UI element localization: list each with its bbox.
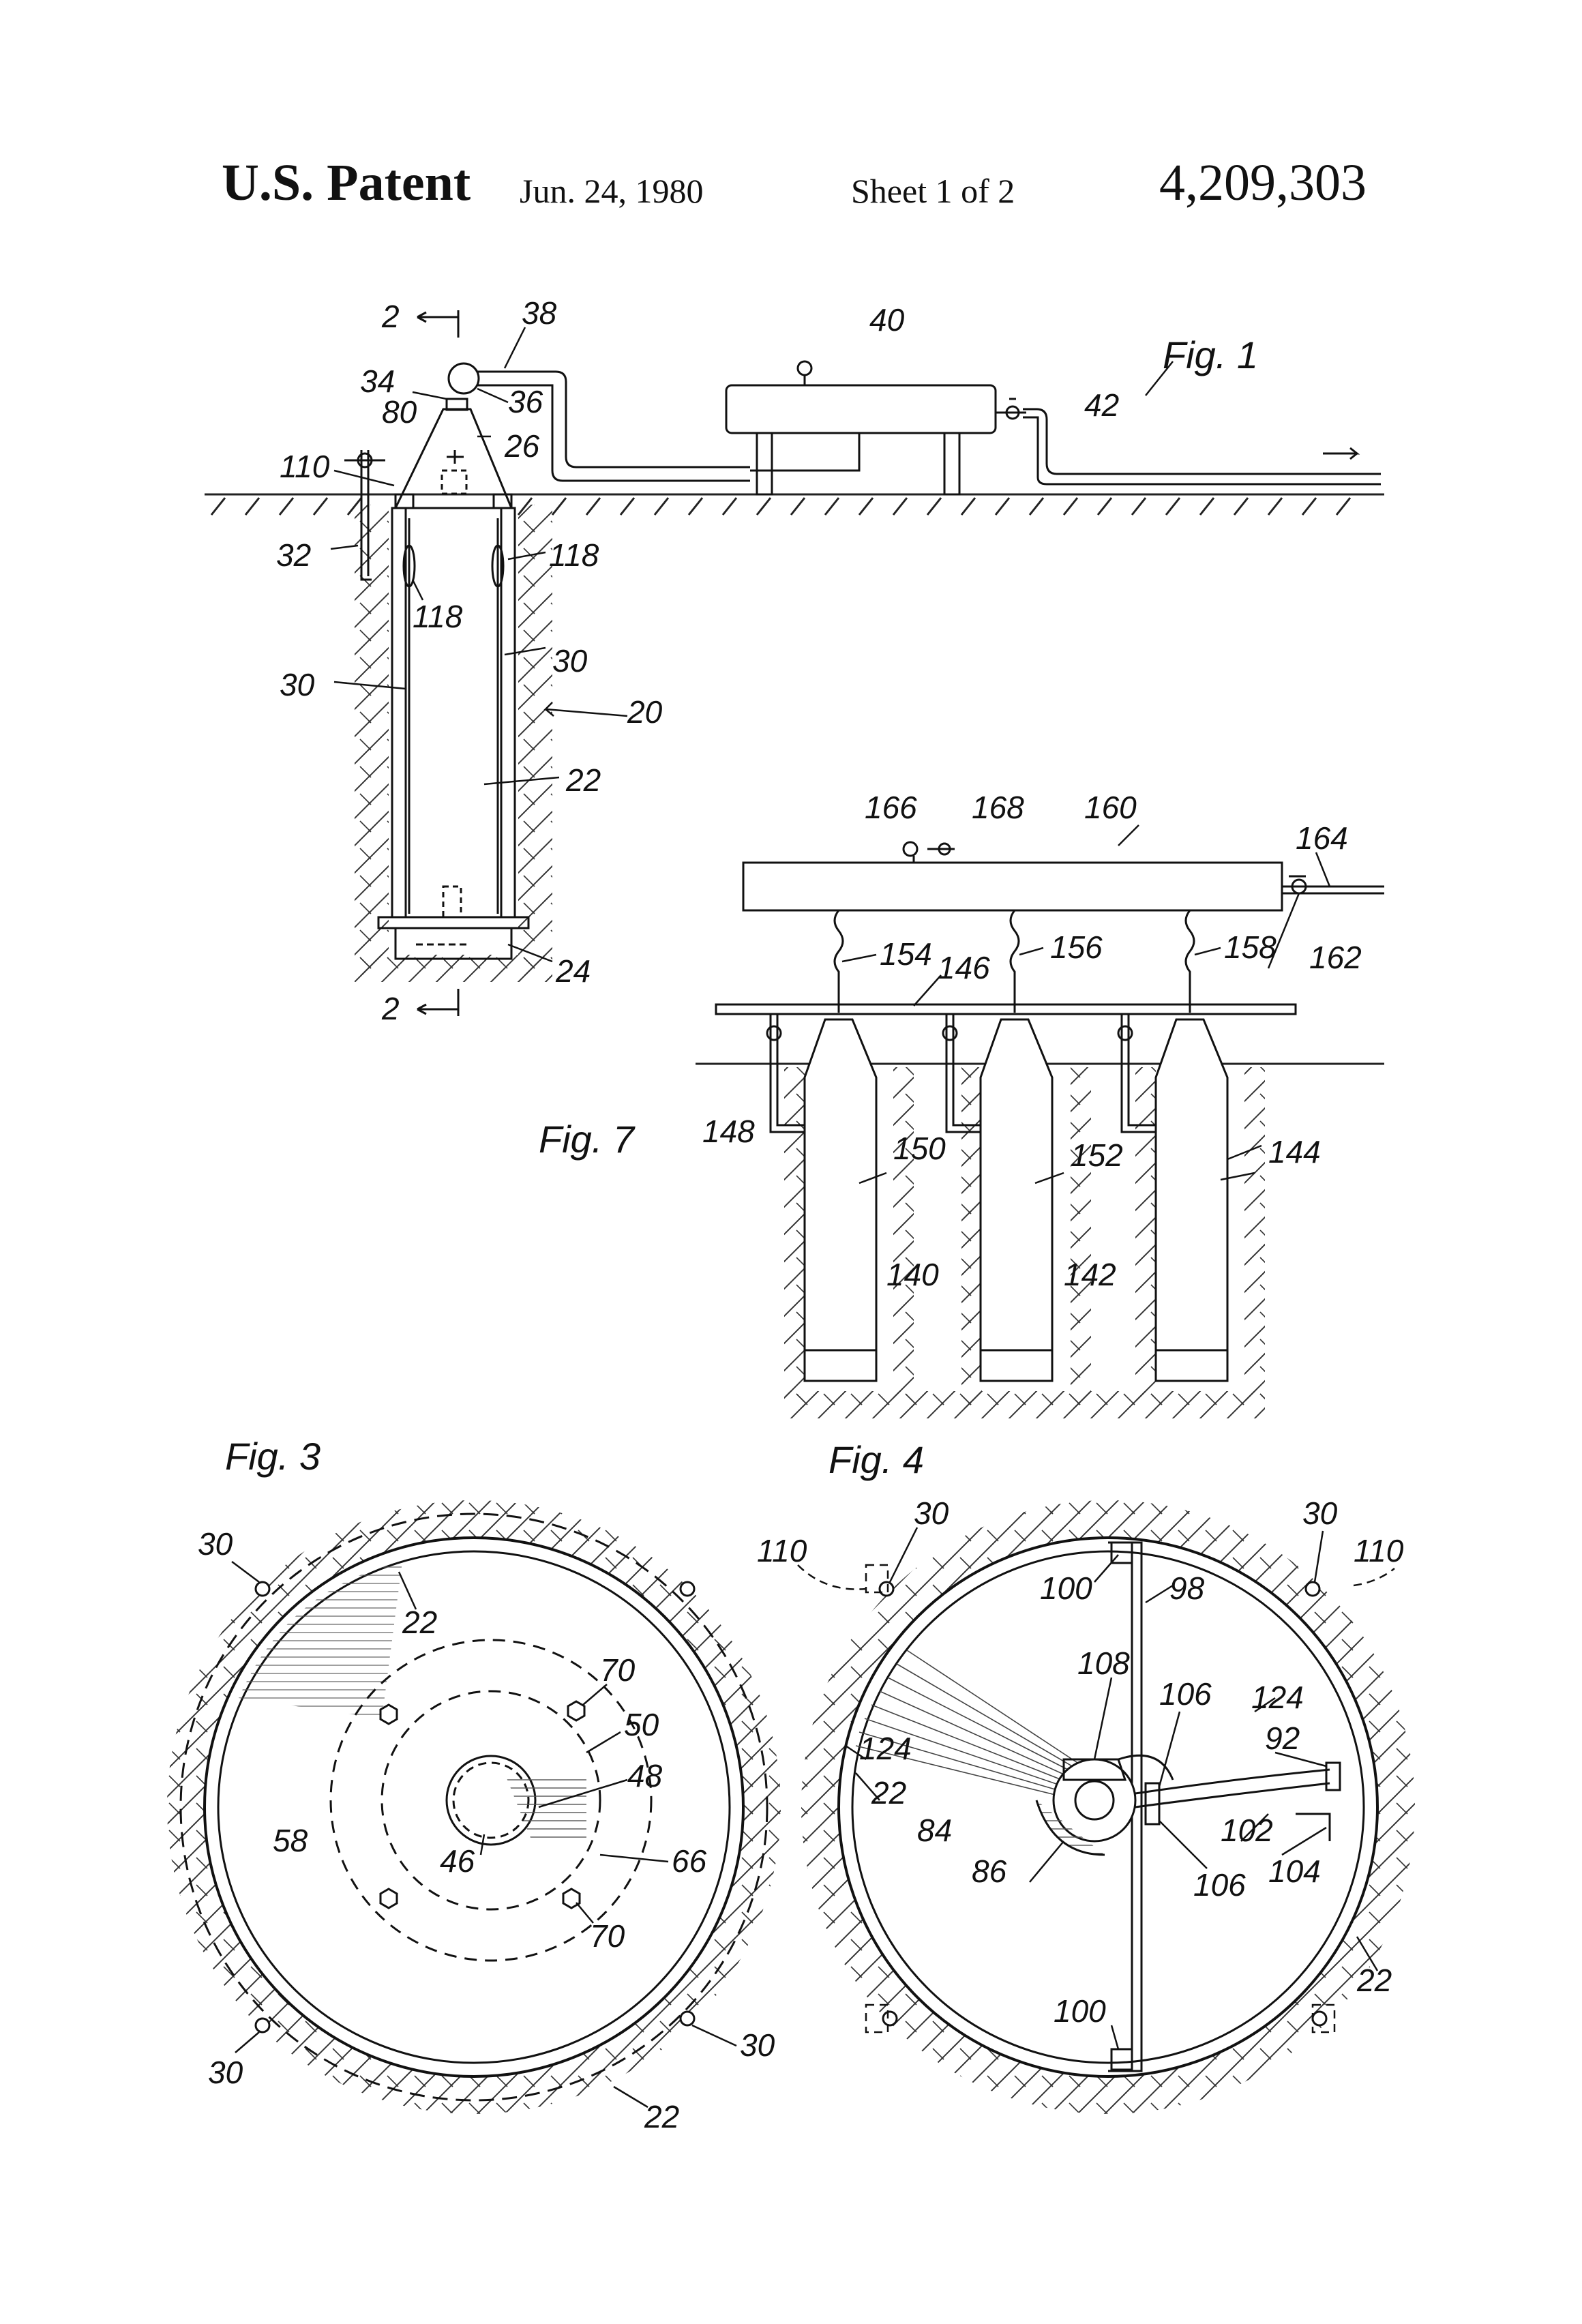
fig4-label: 84 [917, 1813, 952, 1848]
fig7-pipe-146 [716, 1004, 1296, 1014]
fig7-cylinders [805, 1019, 1227, 1381]
fig4-label: 106 [1159, 1676, 1212, 1712]
fig7-labels: 166 168 160 164 162 154 146 156 158 148 … [539, 790, 1362, 1292]
fig1-label: 20 [627, 694, 663, 730]
fig1-label: 24 [555, 953, 591, 989]
fig3-label: 70 [590, 1918, 625, 1954]
fig3-label: 50 [624, 1707, 659, 1742]
fig1-label: 32 [276, 537, 311, 573]
fig7-label: 146 [938, 950, 990, 985]
fig3-label: 58 [273, 1823, 308, 1858]
fig3-label: 30 [208, 2055, 243, 2090]
fig7-label: 166 [865, 790, 917, 825]
fig4-label: 110 [1354, 1533, 1404, 1568]
fig4-label: 104 [1268, 1853, 1321, 1889]
fig7-label: 156 [1050, 929, 1103, 965]
fig7-label: 154 [880, 936, 932, 972]
fig7-label: 140 [886, 1257, 939, 1292]
fig1-label: 40 [869, 302, 905, 338]
fig3-label: 30 [740, 2027, 775, 2063]
fig7-bore-wall [1071, 1067, 1091, 1408]
fig4-title: Fig. 4 [829, 1438, 924, 1481]
fig7-bore-wall [961, 1067, 982, 1408]
fig1-section-line [417, 310, 458, 1016]
fig3-drawing: 30 22 70 50 48 58 46 66 70 30 30 22 Fig.… [167, 1435, 781, 2134]
fig4-label: 92 [1265, 1720, 1300, 1756]
fig7-label: 160 [1084, 790, 1137, 825]
fig7-label: 164 [1296, 820, 1348, 856]
fig1-label: 110 [280, 449, 330, 484]
fig4-label: 106 [1193, 1867, 1246, 1903]
fig1-label: 38 [522, 295, 557, 331]
fig1-pipe-42 [1023, 409, 1381, 484]
fig4-label: 102 [1221, 1813, 1273, 1848]
fig3-title: Fig. 3 [225, 1435, 320, 1478]
fig1-label: 42 [1084, 387, 1119, 423]
fig1-bore-wall-left [355, 505, 389, 975]
fig7-label: 150 [893, 1131, 946, 1166]
fig4-label: 30 [1302, 1495, 1338, 1531]
fig1-casing [378, 508, 528, 959]
fig7-label: 168 [972, 790, 1024, 825]
fig4-label: 22 [1356, 1963, 1392, 1998]
fig3-label: 48 [627, 1758, 663, 1793]
fig1-label: 80 [382, 394, 417, 430]
fig4-label: 110 [757, 1533, 807, 1568]
fig7-label: 158 [1224, 929, 1277, 965]
fig4-label: 98 [1169, 1570, 1205, 1606]
fig4-label: 30 [914, 1495, 949, 1531]
fig3-label: 46 [440, 1843, 475, 1879]
fig1-bore-wall-right [518, 505, 552, 975]
fig7-bore-wall [1244, 1067, 1265, 1408]
fig1-drawing: 2 38 40 34 36 80 26 42 110 32 118 118 30… [205, 295, 1384, 1026]
fig7-title: Fig. 7 [539, 1118, 636, 1161]
fig4-label: 124 [859, 1731, 912, 1766]
fig1-label: 26 [504, 428, 540, 464]
fig1-label: 30 [280, 667, 315, 702]
fig7-bore-wall [893, 1067, 914, 1408]
fig1-label: 2 [381, 299, 400, 334]
fig7-manifold-160 [743, 842, 1384, 910]
fig4-drawing: 30 110 30 110 100 98 108 106 124 124 92 … [757, 1438, 1415, 2114]
fig3-label: 66 [672, 1843, 707, 1879]
fig7-label: 152 [1071, 1137, 1123, 1173]
fig1-tank-40 [726, 361, 1026, 494]
fig7-drawing: 166 168 160 164 162 154 146 156 158 148 … [539, 790, 1384, 1418]
fig3-label: 30 [198, 1526, 233, 1562]
fig4-label: 86 [972, 1853, 1007, 1889]
fig7-label: 148 [702, 1114, 755, 1149]
fig7-label: 162 [1309, 940, 1362, 975]
fig4-label: 22 [871, 1775, 906, 1811]
fig1-label: 118 [549, 537, 599, 573]
fig1-rods [404, 518, 503, 914]
fig1-label: 118 [413, 599, 463, 634]
fig3-label: 22 [402, 1605, 437, 1640]
fig4-label: 100 [1040, 1570, 1092, 1606]
fig1-label: 2 [381, 991, 400, 1026]
fig4-label: 108 [1077, 1645, 1130, 1681]
fig1-label: 30 [552, 643, 588, 679]
fig1-label: 22 [565, 762, 601, 798]
fig7-bore-wall [1135, 1067, 1156, 1408]
fig3-label: 22 [644, 2099, 679, 2134]
fig7-label: 142 [1064, 1257, 1116, 1292]
fig7-bore-bottom [784, 1391, 1265, 1418]
fig1-label: 36 [508, 384, 543, 419]
fig3-label: 70 [600, 1652, 636, 1688]
fig4-label: 100 [1054, 1993, 1106, 2029]
fig4-label: 124 [1251, 1680, 1304, 1715]
fig7-bore-wall [784, 1067, 805, 1408]
fig7-label: 144 [1268, 1134, 1321, 1170]
fig1-title: Fig. 1 [1163, 333, 1258, 376]
